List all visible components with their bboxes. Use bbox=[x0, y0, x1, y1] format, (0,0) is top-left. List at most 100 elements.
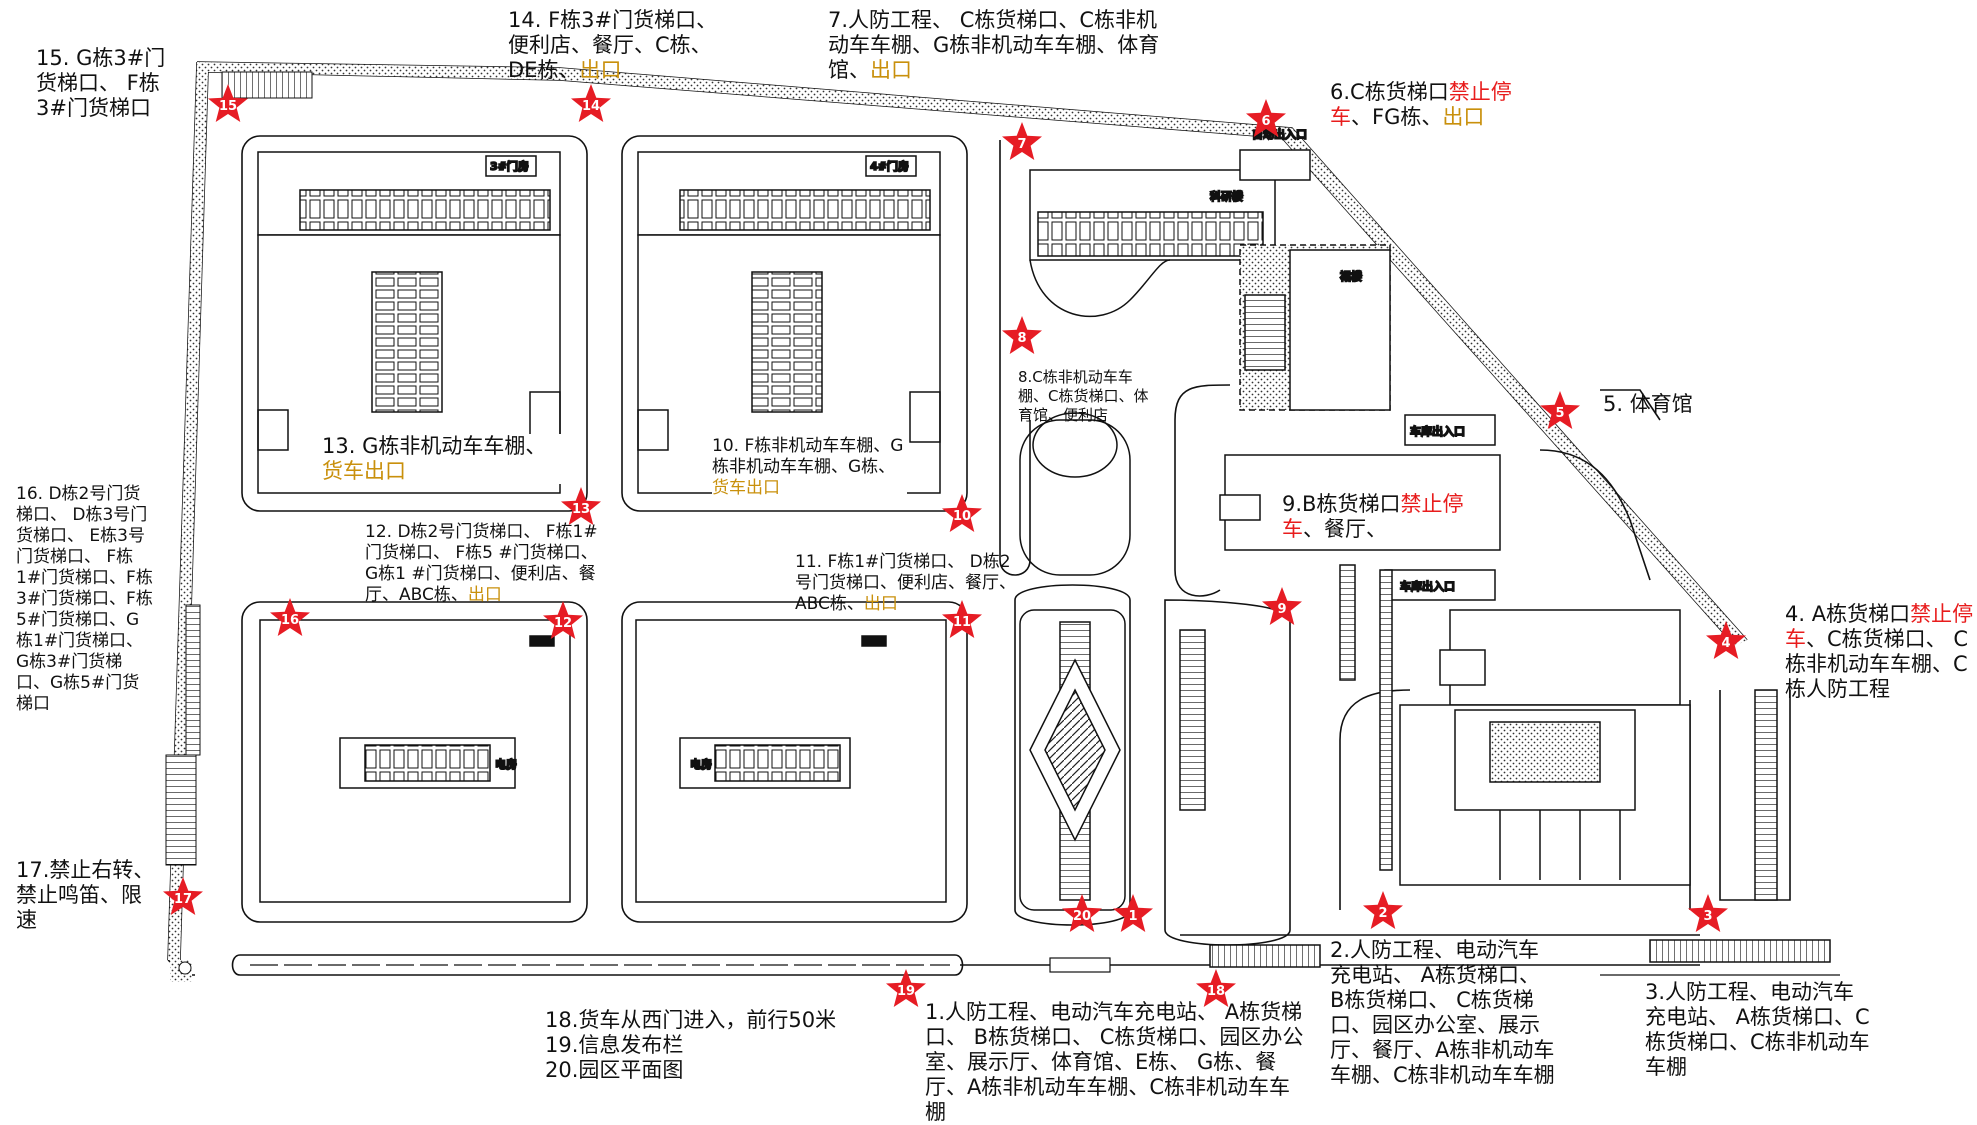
building-d: 电房 bbox=[259, 619, 571, 903]
marker-5: 5 bbox=[1540, 391, 1580, 429]
marker-6: 6 bbox=[1246, 99, 1286, 137]
annotation-10: 10. F栋非机动车车棚、G栋非机动车车棚、G栋、货车出口 bbox=[712, 436, 907, 499]
marker-17: 17 bbox=[163, 877, 203, 915]
annotation-15-text: 15. G栋3#门货梯口、 F栋3#门货梯口 bbox=[36, 46, 166, 120]
marker-number: 16 bbox=[281, 613, 299, 628]
annotation-13-exit: 货车出口 bbox=[322, 459, 406, 483]
star-icon bbox=[1363, 891, 1403, 929]
marker-13: 13 bbox=[561, 487, 601, 525]
annotation-11: 11. F栋1#门货梯口、 D栋2号门货梯口、便利店、餐厅、ABC栋、出口 bbox=[795, 552, 1020, 615]
annotation-6-exit: 出口 bbox=[1442, 105, 1485, 129]
building-a: 车库出入口 bbox=[1379, 569, 1691, 886]
marker-8: 8 bbox=[1002, 316, 1042, 354]
annotation-14: 14. F栋3#门货梯口、便利店、餐厅、C栋、DE栋、出口 bbox=[508, 8, 718, 83]
gate3-label: 3#门房 bbox=[490, 159, 529, 173]
annotation-9-post: 、餐厅、 bbox=[1303, 517, 1387, 541]
annotation-13: 13. G栋非机动车车棚、货车出口 bbox=[322, 434, 562, 484]
marker-number: 13 bbox=[572, 502, 590, 517]
star-icon bbox=[886, 969, 926, 1007]
marker-number: 20 bbox=[1073, 909, 1091, 924]
annotation-15: 15. G栋3#门货梯口、 F栋3#门货梯口 bbox=[36, 46, 176, 121]
annotation-3-text: 3.人防工程、电动汽车充电站、 A栋货梯口、C栋货梯口、C栋非机动车车棚 bbox=[1645, 980, 1870, 1079]
star-icon bbox=[1262, 587, 1302, 625]
annotation-16-text: 16. D栋2号门货梯口、 D栋3号门货梯口、 E栋3号门货梯口、 F栋1#门货… bbox=[16, 484, 153, 714]
annotation-5-text: 5. 体育馆 bbox=[1603, 392, 1693, 416]
annotation-1-text: 1.人防工程、电动汽车充电站、 A栋货梯口、 B栋货梯口、 C栋货梯口、园区办公… bbox=[925, 1000, 1304, 1124]
star-icon bbox=[1002, 122, 1042, 160]
annotation-10-exit: 货车出口 bbox=[712, 478, 780, 498]
annotation-17: 17.禁止右转、禁止鸣笛、限速 bbox=[16, 858, 156, 933]
annotation-8-text: 8.C栋非机动车车棚、C栋货梯口、体育馆、便利店 bbox=[1018, 368, 1149, 424]
annotation-14-text: 14. F栋3#门货梯口、便利店、餐厅、C栋、DE栋、 bbox=[508, 8, 718, 82]
star-icon bbox=[270, 598, 310, 636]
annotation-2: 2.人防工程、电动汽车充电站、 A栋货梯口、 B栋货梯口、 C栋货梯口、园区办公… bbox=[1330, 938, 1560, 1088]
marker-2: 2 bbox=[1363, 891, 1403, 929]
annotation-16: 16. D栋2号门货梯口、 D栋3号门货梯口、 E栋3号门货梯口、 F栋1#门货… bbox=[16, 484, 156, 715]
marker-9: 9 bbox=[1262, 587, 1302, 625]
annotation-12-text: 12. D栋2号门货梯口、 F栋1#门货梯口、 F栋5 #门货梯口、G栋1 #门… bbox=[365, 522, 598, 605]
annotation-9-text: 9.B栋货梯口 bbox=[1282, 492, 1401, 516]
legend-20: 20.园区平面图 bbox=[545, 1058, 684, 1082]
annotation-6-text: 6.C栋货梯口 bbox=[1330, 80, 1449, 104]
marker-number: 11 bbox=[953, 615, 971, 630]
annotation-8: 8.C栋非机动车车棚、C栋货梯口、体育馆、便利店 bbox=[1018, 368, 1158, 425]
marker-3: 3 bbox=[1688, 894, 1728, 932]
star-icon bbox=[942, 494, 982, 532]
marker-number: 17 bbox=[174, 892, 192, 907]
gate4-label: 4#门房 bbox=[870, 159, 909, 173]
marker-number: 3 bbox=[1703, 909, 1712, 924]
annotation-6-mid: 、FG栋、 bbox=[1351, 105, 1443, 129]
annotation-12-exit: 出口 bbox=[467, 585, 502, 605]
annotation-7-exit: 出口 bbox=[870, 58, 912, 82]
marker-number: 6 bbox=[1261, 114, 1270, 129]
marker-number: 14 bbox=[582, 99, 600, 114]
annotation-3: 3.人防工程、电动汽车充电站、 A栋货梯口、C栋货梯口、C栋非机动车车棚 bbox=[1645, 980, 1870, 1080]
star-icon bbox=[942, 600, 982, 638]
marker-number: 9 bbox=[1277, 602, 1286, 617]
star-icon bbox=[1113, 894, 1153, 932]
auto-gate-label: 自动出入口 bbox=[1252, 127, 1307, 141]
marker-number: 18 bbox=[1207, 984, 1225, 999]
marker-12: 12 bbox=[543, 601, 583, 639]
marker-19: 19 bbox=[886, 969, 926, 1007]
annotation-4: 4. A栋货梯口禁止停车、C栋货梯口、 C栋非机动车车棚、C栋人防工程 bbox=[1785, 602, 1975, 702]
marker-number: 4 bbox=[1721, 636, 1730, 651]
annotation-7: 7.人防工程、 C栋货梯口、C栋非机动车车棚、G栋非机动车车棚、体育馆、出口 bbox=[828, 8, 1168, 83]
west-gate bbox=[185, 604, 201, 756]
marker-7: 7 bbox=[1002, 122, 1042, 160]
star-icon bbox=[571, 84, 611, 122]
marker-number: 8 bbox=[1017, 331, 1026, 346]
star-icon bbox=[1246, 99, 1286, 137]
star-icon bbox=[163, 877, 203, 915]
annotation-11-text: 11. F栋1#门货梯口、 D栋2号门货梯口、便利店、餐厅、ABC栋、 bbox=[795, 552, 1016, 614]
star-icon bbox=[208, 84, 248, 122]
marker-number: 7 bbox=[1017, 137, 1026, 152]
annotation-2-text: 2.人防工程、电动汽车充电站、 A栋货梯口、 B栋货梯口、 C栋货梯口、园区办公… bbox=[1330, 938, 1555, 1087]
marker-14: 14 bbox=[571, 84, 611, 122]
marker-number: 2 bbox=[1378, 906, 1387, 921]
power-room-1-label: 电房 bbox=[495, 757, 517, 771]
annotation-5: 5. 体育馆 bbox=[1603, 392, 1693, 417]
annotation-4-text: 4. A栋货梯口 bbox=[1785, 602, 1911, 626]
podium-label: 裙楼 bbox=[1340, 269, 1362, 283]
annotation-4-warning: 禁止停车 bbox=[1785, 602, 1974, 651]
marker-number: 1 bbox=[1128, 909, 1137, 924]
parking-south bbox=[1179, 629, 1831, 968]
marker-number: 19 bbox=[897, 984, 915, 999]
research-label: 科研楼 bbox=[1210, 189, 1243, 203]
annotation-9: 9.B栋货梯口禁止停车、餐厅、 bbox=[1282, 492, 1472, 542]
annotation-12: 12. D栋2号门货梯口、 F栋1#门货梯口、 F栋5 #门货梯口、G栋1 #门… bbox=[365, 522, 600, 606]
annotation-10-text: 10. F栋非机动车车棚、G栋非机动车车棚、G栋、 bbox=[712, 436, 904, 477]
roads bbox=[231, 135, 1791, 976]
annotation-6-warning: 禁止停车 bbox=[1330, 80, 1512, 129]
star-icon bbox=[1706, 621, 1746, 659]
marker-4: 4 bbox=[1706, 621, 1746, 659]
marker-11: 11 bbox=[942, 600, 982, 638]
garage1-label: 车库出入口 bbox=[1410, 424, 1465, 438]
marker-16: 16 bbox=[270, 598, 310, 636]
star-icon bbox=[1002, 316, 1042, 354]
annotation-13-text: 13. G栋非机动车车棚、 bbox=[322, 434, 547, 458]
annotation-11-exit: 出口 bbox=[863, 594, 898, 614]
star-icon bbox=[1688, 894, 1728, 932]
